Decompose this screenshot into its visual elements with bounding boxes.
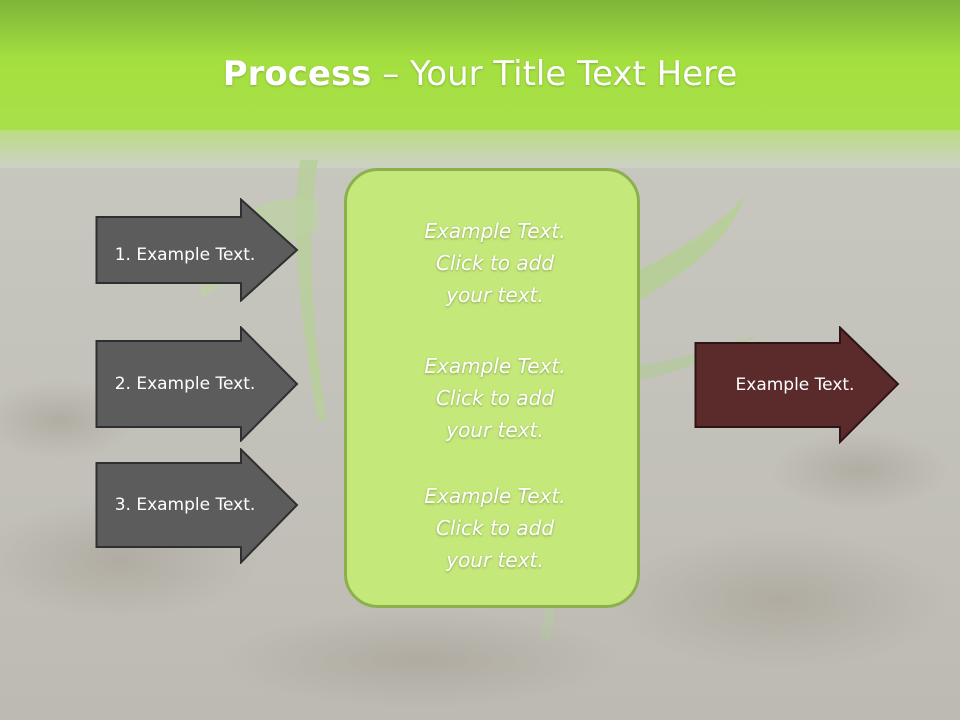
text-line: your text. <box>446 283 544 307</box>
title-rest: – Your Title Text Here <box>371 54 738 94</box>
arrow-shape <box>95 198 299 302</box>
arrow-shape <box>694 326 900 444</box>
text-line: Click to add <box>435 251 555 275</box>
step-label-2: 2. Example Text. <box>114 374 256 394</box>
center-text-block-1[interactable]: Example Text. Click to add your text. <box>347 215 643 311</box>
output-arrow[interactable]: Example Text. <box>694 326 900 444</box>
text-line: Click to add <box>435 516 555 540</box>
step-label-3: 3. Example Text. <box>114 495 256 515</box>
center-text-box[interactable]: Example Text. Click to add your text. Ex… <box>344 168 640 608</box>
text-line: Example Text. <box>424 484 566 508</box>
output-label: Example Text. <box>735 375 855 395</box>
arrow-shape <box>95 326 299 442</box>
step-arrow-2[interactable]: 2. Example Text. <box>95 326 299 442</box>
center-text-block-2[interactable]: Example Text. Click to add your text. <box>347 350 643 446</box>
text-line: Example Text. <box>424 219 566 243</box>
text-line: Example Text. <box>424 354 566 378</box>
slide-title: Process – Your Title Text Here <box>0 52 960 96</box>
arrow-shape <box>95 448 299 564</box>
step-arrow-1[interactable]: 1. Example Text. <box>95 198 299 302</box>
center-text-block-3[interactable]: Example Text. Click to add your text. <box>347 480 643 576</box>
text-line: Click to add <box>435 386 555 410</box>
step-label-1: 1. Example Text. <box>114 245 256 265</box>
text-line: your text. <box>446 548 544 572</box>
step-arrow-3[interactable]: 3. Example Text. <box>95 448 299 564</box>
title-bold: Process <box>222 54 372 94</box>
text-line: your text. <box>446 418 544 442</box>
